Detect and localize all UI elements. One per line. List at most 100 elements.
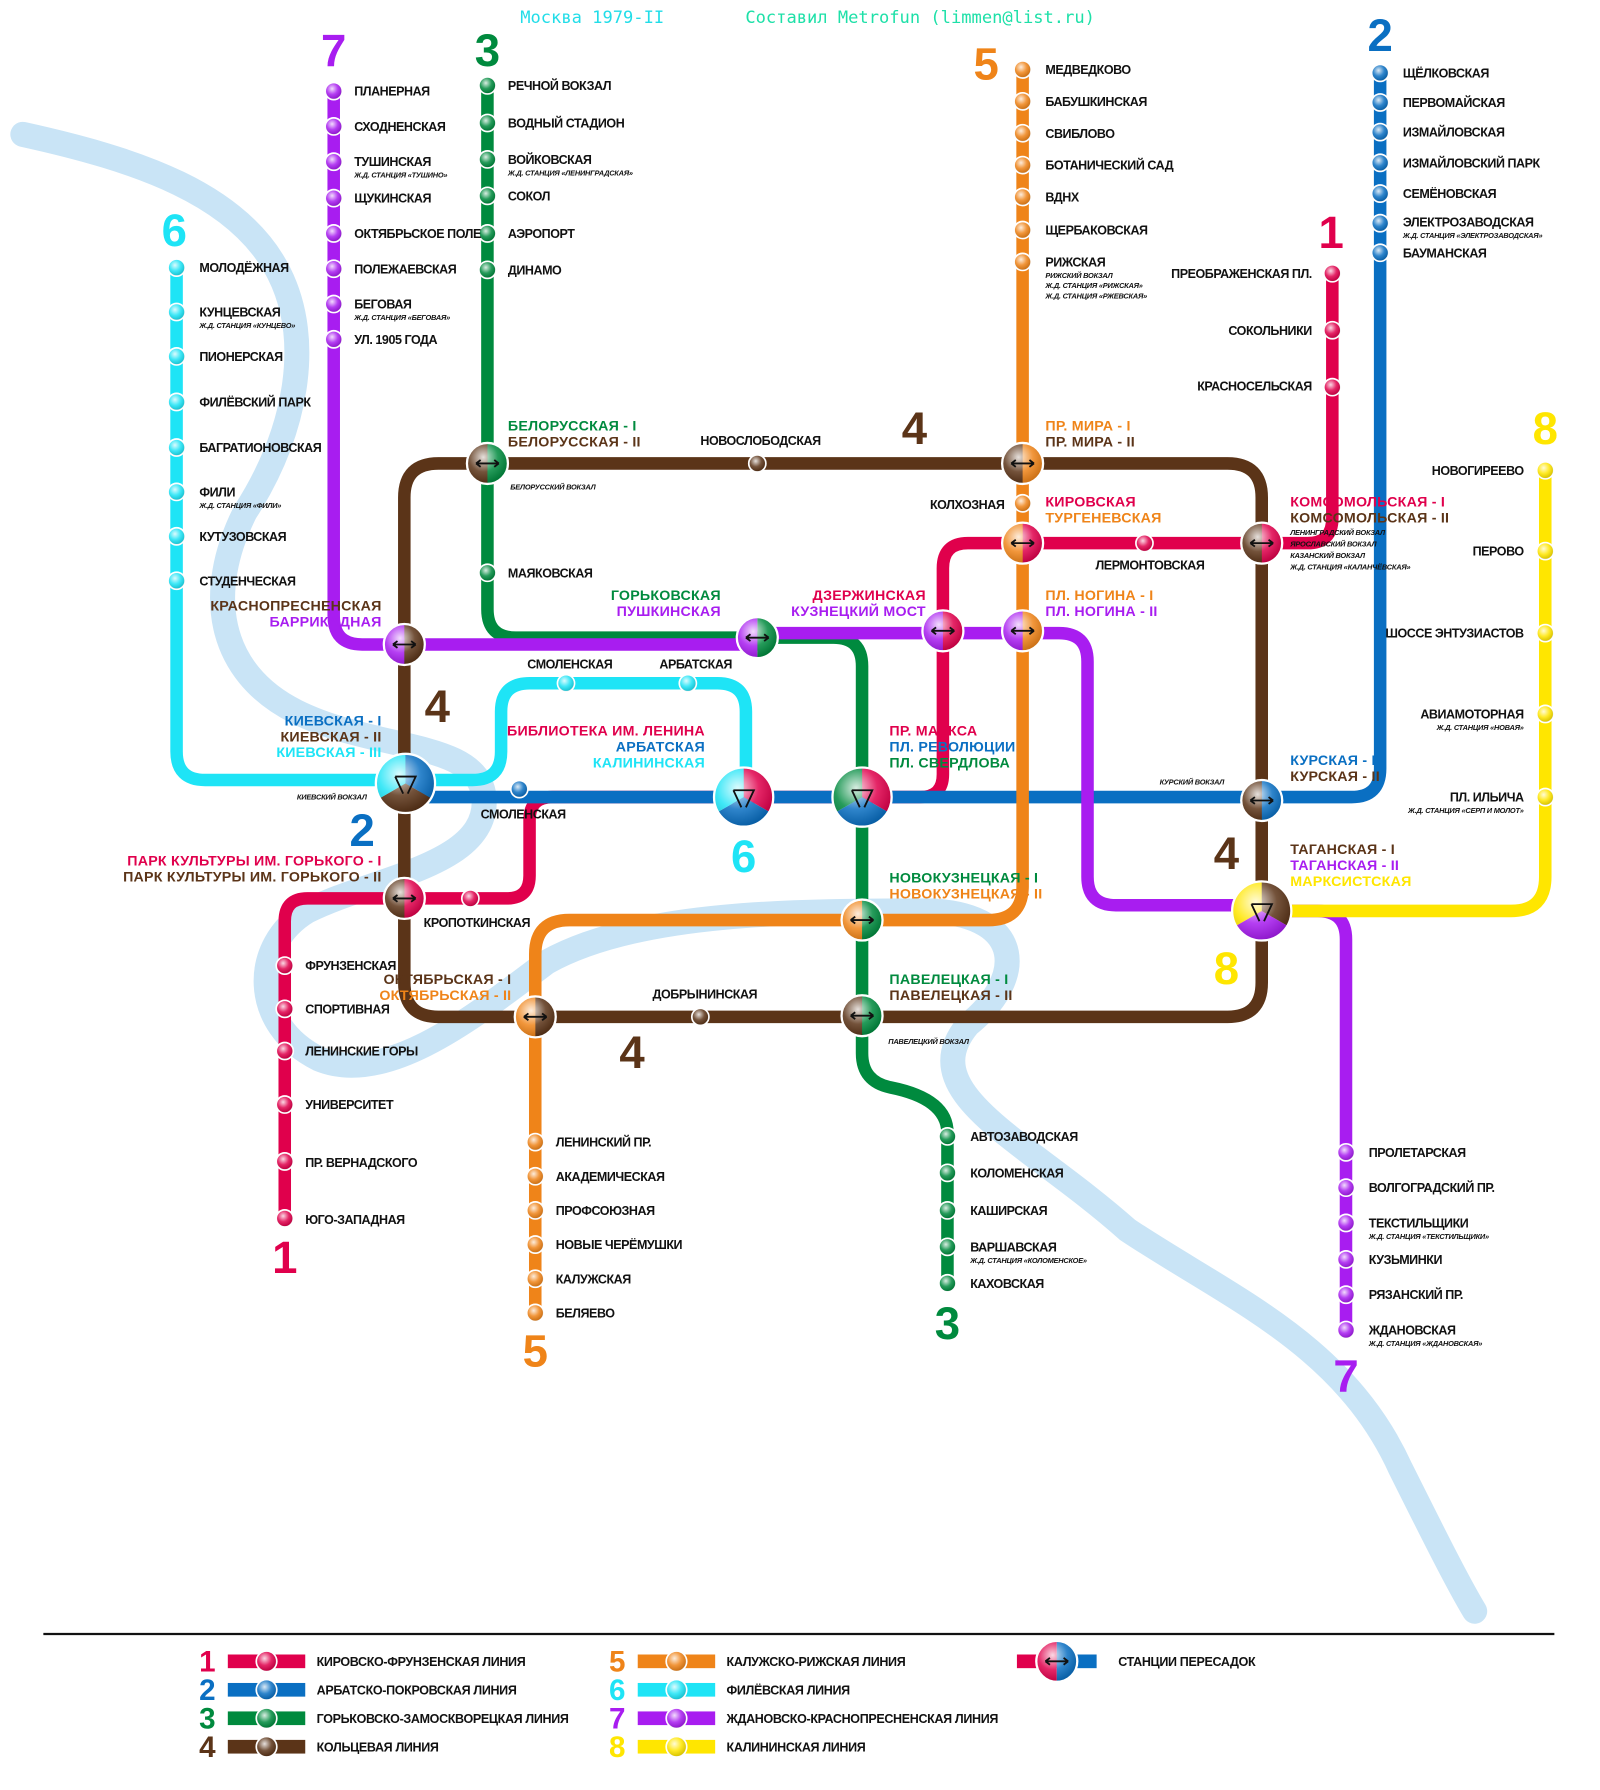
station[interactable]: ФИЛЁВСКИЙ ПАРК xyxy=(167,392,312,412)
station[interactable]: БАГРАТИОНОВСКАЯ xyxy=(167,438,322,457)
station[interactable]: БОТАНИЧЕСКИЙ САД xyxy=(1013,155,1174,175)
station[interactable]: ЮГО-ЗАПАДНАЯ xyxy=(275,1208,406,1228)
station[interactable]: БАУМАНСКАЯ xyxy=(1370,243,1487,263)
station[interactable]: ЛЕНИНСКИЙ ПР. xyxy=(525,1132,652,1152)
transfer-station[interactable]: ПЛ. НОГИНА - IПЛ. НОГИНА - II xyxy=(1000,588,1157,653)
station[interactable]: СЕМЁНОВСКАЯ xyxy=(1370,184,1497,203)
legend-line-number: 4 xyxy=(199,1731,216,1764)
station[interactable]: СОКОЛ xyxy=(478,186,550,206)
station[interactable]: ДИНАМО xyxy=(478,260,563,280)
station[interactable]: СПОРТИВНАЯ xyxy=(275,999,390,1019)
station[interactable]: КУЗЬМИНКИ xyxy=(1336,1249,1443,1269)
station-name: УЛ. 1905 ГОДА xyxy=(354,333,437,347)
station[interactable]: НОВЫЕ ЧЕРЁМУШКИ xyxy=(525,1235,683,1254)
station[interactable]: АКАДЕМИЧЕСКАЯ xyxy=(525,1166,665,1186)
station[interactable]: ПРЕОБРАЖЕНСКАЯ ПЛ. xyxy=(1171,263,1342,283)
station[interactable]: ПРОЛЕТАРСКАЯ xyxy=(1336,1142,1467,1162)
station[interactable]: МЕДВЕДКОВО xyxy=(1013,60,1132,79)
station[interactable]: СТУДЕНЧЕСКАЯ xyxy=(167,571,296,591)
station[interactable]: ДОБРЫНИНСКАЯ xyxy=(653,988,758,1027)
transfer-marker[interactable] xyxy=(374,752,437,815)
station[interactable]: ЛЕРМОНТОВСКАЯ xyxy=(1095,533,1205,573)
station[interactable]: НОВОГИРЕЕВО xyxy=(1432,460,1555,480)
station[interactable]: СОКОЛЬНИКИ xyxy=(1228,320,1342,340)
station[interactable]: КУТУЗОВСКАЯ xyxy=(167,526,287,546)
station[interactable]: ПЕРВОМАЙСКАЯ xyxy=(1370,93,1506,112)
station[interactable]: УНИВЕРСИТЕТ xyxy=(275,1095,394,1114)
station[interactable]: МОЛОДЁЖНАЯ xyxy=(167,258,290,277)
station[interactable]: ИЗМАЙЛОВСКАЯ xyxy=(1370,122,1505,142)
station[interactable]: ИЗМАЙЛОВСКИЙ ПАРК xyxy=(1370,153,1541,173)
station[interactable]: ЩУКИНСКАЯ xyxy=(324,188,432,208)
station[interactable]: ФРУНЗЕНСКАЯ xyxy=(275,956,397,975)
transfer-marker[interactable] xyxy=(712,766,775,828)
transfer-station[interactable]: ПР. МИРА - IПР. МИРА - II xyxy=(1000,418,1135,486)
station[interactable]: ЩЕРБАКОВСКАЯ xyxy=(1013,220,1148,240)
station[interactable]: ВДНХ xyxy=(1013,187,1080,207)
station[interactable]: КРАСНОСЕЛЬСКАЯ xyxy=(1197,377,1342,397)
station[interactable]: ШОССЕ ЭНТУЗИАСТОВ xyxy=(1385,623,1555,643)
station[interactable]: АЭРОПОРТ xyxy=(478,224,576,243)
station[interactable]: НОВОСЛОБОДСКАЯ xyxy=(700,434,822,473)
station[interactable]: БАБУШКИНСКАЯ xyxy=(1013,91,1148,111)
station[interactable]: ПЛАНЕРНАЯ xyxy=(324,81,431,101)
station[interactable]: КРОПОТКИНСКАЯ xyxy=(424,889,531,930)
station[interactable]: ПИОНЕРСКАЯ xyxy=(167,347,284,366)
transfer-marker[interactable] xyxy=(1230,880,1293,942)
station[interactable]: МАЯКОВСКАЯ xyxy=(478,563,593,583)
station[interactable]: КОЛХОЗНАЯ xyxy=(930,493,1033,513)
transfer-station[interactable]: БИБЛИОТЕКА ИМ. ЛЕНИНААРБАТСКАЯКАЛИНИНСКА… xyxy=(507,724,775,828)
station[interactable]: РЕЧНОЙ ВОКЗАЛ xyxy=(478,76,612,95)
station[interactable]: РЯЗАНСКИЙ ПР. xyxy=(1336,1285,1463,1305)
station[interactable]: ЩЁЛКОВСКАЯ xyxy=(1370,63,1490,83)
station[interactable]: СМОЛЕНСКАЯ xyxy=(527,657,613,693)
station[interactable]: АВТОЗАВОДСКАЯ xyxy=(938,1127,1079,1146)
station[interactable]: СВИБЛОВО xyxy=(1013,123,1116,143)
transfer-marker[interactable] xyxy=(831,766,893,828)
station-name: СПОРТИВНАЯ xyxy=(305,1002,390,1016)
station[interactable]: ВОДНЫЙ СТАДИОН xyxy=(478,113,625,133)
station[interactable]: БЕЛЯЕВО xyxy=(525,1303,616,1323)
station[interactable]: ПРОФСОЮЗНАЯ xyxy=(525,1201,656,1220)
station[interactable]: ОКТЯБРЬСКОЕ ПОЛЕ xyxy=(324,224,481,243)
station[interactable]: ЛЕНИНСКИЕ ГОРЫ xyxy=(275,1041,418,1061)
station[interactable]: ВОЛГОГРАДСКИЙ ПР. xyxy=(1336,1178,1495,1198)
station[interactable]: ПОЛЕЖАЕВСКАЯ xyxy=(324,259,457,279)
station[interactable]: КАХОВСКАЯ xyxy=(938,1273,1045,1293)
station[interactable]: АРБАТСКАЯ xyxy=(659,657,733,693)
station[interactable]: КОЛОМЕНСКАЯ xyxy=(938,1163,1064,1183)
station[interactable]: СХОДНЕНСКАЯ xyxy=(324,116,446,136)
station[interactable]: КАЛУЖСКАЯ xyxy=(525,1269,632,1289)
station[interactable]: УЛ. 1905 ГОДА xyxy=(324,329,438,349)
station[interactable]: СМОЛЕНСКАЯ xyxy=(481,779,567,822)
station[interactable]: КАШИРСКАЯ xyxy=(938,1201,1048,1220)
station[interactable]: ПР. ВЕРНАДСКОГО xyxy=(275,1152,418,1171)
station[interactable]: ПЕРОВО xyxy=(1473,541,1555,561)
